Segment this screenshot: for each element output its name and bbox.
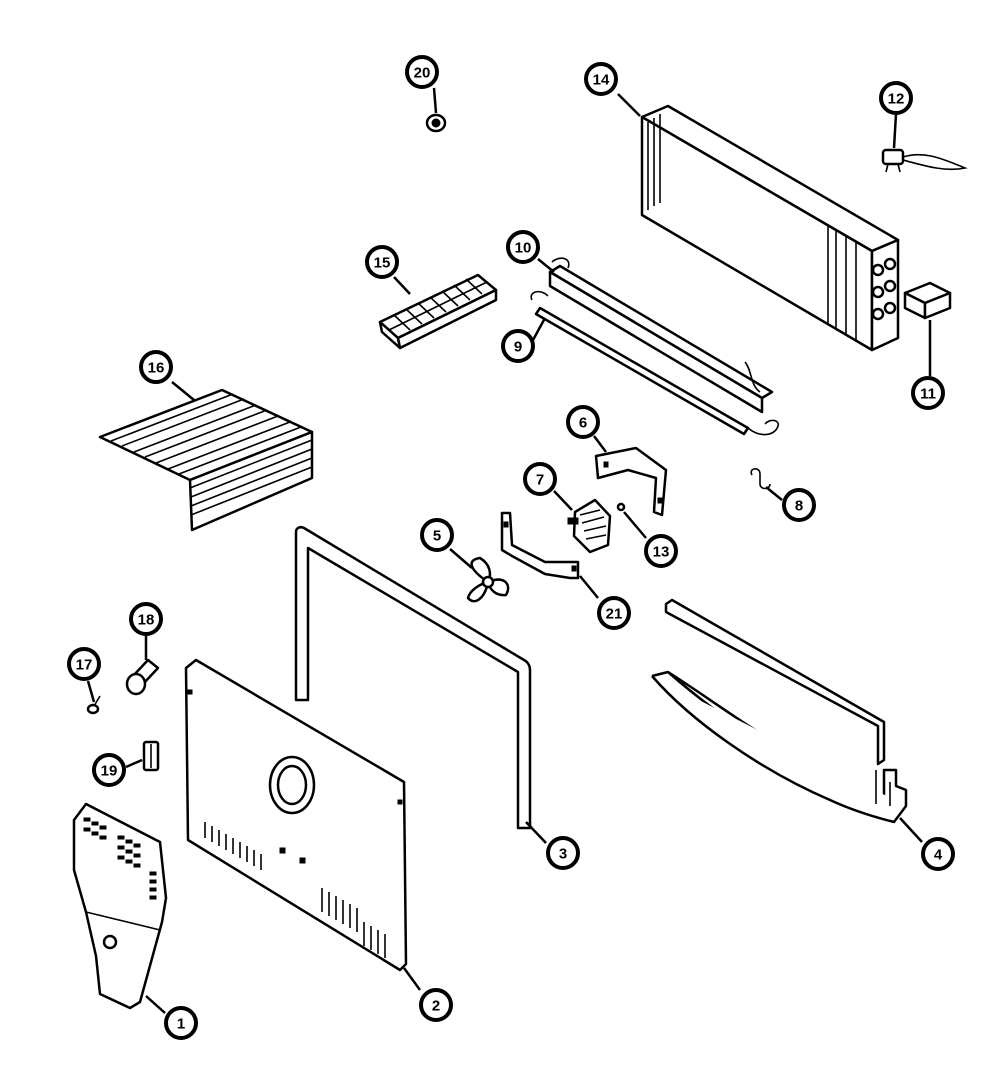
callout-18-label: 18 (138, 612, 155, 629)
callout-3-label: 3 (559, 846, 567, 863)
callout-12-label: 12 (888, 91, 905, 108)
callout-11-label: 11 (920, 386, 936, 403)
leader-lines (86, 87, 932, 1014)
callout-1: 1 (164, 1006, 198, 1040)
callout-20-label: 20 (414, 65, 431, 82)
callout-17-label: 17 (76, 657, 93, 674)
callout-5: 5 (420, 518, 454, 552)
callout-13-label: 13 (653, 544, 670, 561)
callout-14-label: 14 (593, 72, 610, 89)
panel-vent-left (204, 822, 262, 870)
part-1-grille-cover (72, 802, 168, 1010)
part-7-fan-motor (567, 498, 612, 554)
callout-9: 9 (501, 329, 535, 363)
part-9-heater-rod (530, 290, 780, 436)
callout-15-label: 15 (374, 255, 391, 272)
callout-11: 11 (911, 376, 945, 410)
callout-13: 13 (644, 534, 678, 568)
callout-4-label: 4 (934, 847, 943, 864)
callout-17: 17 (67, 647, 101, 681)
part-12-sensor (881, 148, 968, 173)
callout-12: 12 (879, 81, 913, 115)
callout-21: 21 (597, 596, 631, 630)
callout-21-label: 21 (606, 606, 623, 623)
part-2-rear-panel (184, 658, 408, 972)
callout-6: 6 (566, 405, 600, 439)
panel-vent-right (321, 888, 386, 958)
callout-2: 2 (419, 988, 453, 1022)
callout-18: 18 (129, 602, 163, 636)
part-10-heater-channel (548, 257, 774, 414)
part-20-plug (425, 113, 447, 133)
callout-8-label: 8 (795, 498, 803, 515)
part-14-evaporator (640, 104, 900, 352)
part-6-bracket (594, 446, 668, 517)
part-13-washer (616, 502, 626, 512)
callout-10-label: 10 (515, 240, 532, 257)
callout-20: 20 (405, 55, 439, 89)
part-15-ice-tray (378, 273, 498, 350)
part-5-fan-blade (466, 556, 510, 603)
callout-19-label: 19 (101, 763, 118, 780)
callout-9-label: 9 (514, 339, 522, 356)
callout-2-label: 2 (432, 998, 440, 1015)
part-16-wire-shelf (98, 388, 314, 532)
callout-8: 8 (782, 488, 816, 522)
part-18-knob (125, 658, 160, 696)
callout-5-label: 5 (433, 528, 441, 545)
callout-15: 15 (365, 245, 399, 279)
callout-1-label: 1 (177, 1016, 185, 1033)
part-4-drain-trough (651, 598, 908, 824)
callout-16-label: 16 (148, 360, 165, 377)
callout-14: 14 (584, 62, 618, 96)
callout-7: 7 (523, 462, 557, 496)
callout-6-label: 6 (579, 415, 587, 432)
callout-3: 3 (546, 836, 580, 870)
part-21-motor-bracket (500, 511, 580, 580)
callout-16: 16 (139, 350, 173, 384)
part-17-screw (86, 695, 101, 715)
callout-10: 10 (506, 230, 540, 264)
callout-4: 4 (921, 837, 955, 871)
part-3-gasket (294, 525, 532, 830)
callout-7-label: 7 (536, 472, 544, 489)
callout-19: 19 (92, 753, 126, 787)
grille-slots (83, 817, 157, 900)
part-11-block (903, 281, 952, 320)
part-19-clip (142, 740, 160, 772)
part-8-clip (750, 468, 771, 490)
